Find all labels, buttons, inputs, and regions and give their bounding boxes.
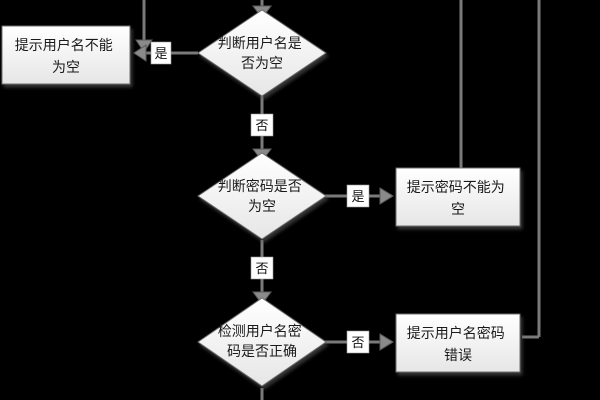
message-credentials-wrong-box <box>395 313 521 373</box>
decision-check-password-shape <box>197 152 327 240</box>
edge-label-credentials-no: 否 <box>346 330 370 354</box>
svg-text:检测用户名密 码是否正确: 检测用户名密 码是否正确 <box>218 323 306 360</box>
message-password-empty-line2: 空 <box>451 202 465 218</box>
decision-check-password: 判断密码是否 为空 <box>197 152 327 240</box>
message-password-empty: 提示密码不能为 空 <box>395 167 521 227</box>
edge-label-password-no-bg <box>250 256 274 280</box>
decision-check-username-line1: 判断用户名是 <box>218 35 302 52</box>
edge-label-password-yes-bg <box>346 184 370 208</box>
edge-label-username-no: 否 <box>250 113 274 137</box>
arrowhead-password-yes <box>379 187 394 205</box>
message-username-empty-line2: 为空 <box>52 60 80 76</box>
edge-label-password-yes-text: 是 <box>351 190 364 205</box>
edge-label-username-yes-bg <box>150 41 172 65</box>
decision-check-password-line1: 判断密码是否 <box>218 178 302 195</box>
message-password-empty-line1: 提示密码不能为 <box>407 179 505 196</box>
svg-text:提示用户名不能 为空: 提示用户名不能 为空 <box>15 37 117 76</box>
edge-label-username-yes: 是 <box>150 41 172 65</box>
arrowhead-credentials-no <box>379 333 394 351</box>
edge-label-password-no: 否 <box>250 256 274 280</box>
edge-label-username-no-bg <box>250 113 274 137</box>
edge-label-credentials-no-bg <box>346 330 370 354</box>
edge-label-username-yes-text: 是 <box>154 47 167 62</box>
message-password-empty-box <box>395 167 521 227</box>
arrowhead-username-yes <box>133 44 147 62</box>
decision-check-password-line2: 为空 <box>248 199 276 215</box>
message-credentials-wrong-line2: 错误 <box>444 348 472 364</box>
message-credentials-wrong: 提示用户名密码 错误 <box>395 313 521 373</box>
message-username-empty-box <box>1 25 131 85</box>
decision-check-credentials-line2: 码是否正确 <box>227 344 297 360</box>
edge-label-username-no-text: 否 <box>255 119 268 134</box>
svg-text:提示用户名密码 错误: 提示用户名密码 错误 <box>407 325 509 364</box>
svg-text:判断密码是否 为空: 判断密码是否 为空 <box>218 178 306 215</box>
decision-check-credentials: 检测用户名密 码是否正确 <box>197 297 327 387</box>
edge-label-password-yes: 是 <box>346 184 370 208</box>
decision-check-username: 判断用户名是 否为空 <box>197 9 327 97</box>
svg-text:判断用户名是 否为空: 判断用户名是 否为空 <box>218 35 306 72</box>
decision-check-username-line2: 否为空 <box>241 56 283 72</box>
decision-check-credentials-shape <box>197 297 327 387</box>
message-credentials-wrong-line1: 提示用户名密码 <box>407 325 505 342</box>
decision-check-username-shape <box>197 9 327 97</box>
message-username-empty-line1: 提示用户名不能 <box>15 37 113 54</box>
edge-label-password-no-text: 否 <box>255 262 268 277</box>
edge-label-credentials-no-text: 否 <box>351 336 364 351</box>
svg-text:提示密码不能为 空: 提示密码不能为 空 <box>407 179 509 218</box>
message-username-empty: 提示用户名不能 为空 <box>1 25 131 85</box>
decision-check-credentials-line1: 检测用户名密 <box>218 323 302 340</box>
